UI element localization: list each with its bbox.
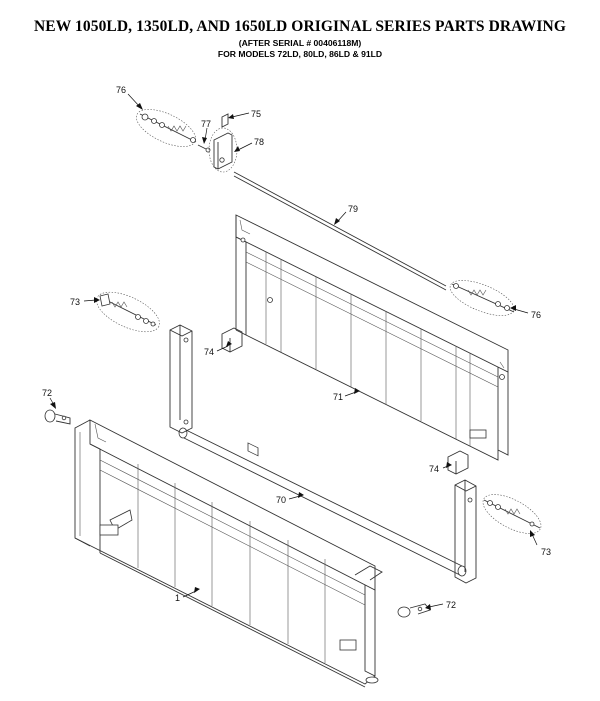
callout-72-left: 72 — [42, 388, 52, 398]
serial-note: (AFTER SERIAL # 00406118M) — [238, 38, 362, 48]
part-77-pin — [197, 144, 211, 153]
callout-76-lower: 76 — [531, 310, 541, 320]
part-70-lower-tube — [178, 427, 467, 577]
models-note: FOR MODELS 72LD, 80LD, 86LD & 91LD — [217, 49, 383, 59]
part-75-bolt — [221, 113, 229, 128]
callout-76-upper: 76 — [116, 85, 126, 95]
callout-72-right: 72 — [446, 600, 456, 610]
drawing-title: NEW 1050LD, 1350LD, AND 1650LD ORIGINAL … — [34, 18, 566, 35]
callout-73-right: 73 — [541, 547, 551, 557]
part-74-bracket-right — [447, 450, 469, 475]
part-79-upper-rod — [233, 171, 447, 291]
callout-79: 79 — [348, 204, 358, 214]
drawing-header: NEW 1050LD, 1350LD, AND 1650LD ORIGINAL … — [0, 0, 600, 60]
callout-70: 70 — [276, 495, 286, 505]
part-72-latch-right — [397, 603, 431, 618]
callout-74-left: 74 — [204, 347, 214, 357]
callout-73-left: 73 — [70, 297, 80, 307]
callout-labels: 76 75 77 78 79 76 73 74 71 72 74 70 73 1… — [42, 85, 551, 610]
left-post — [169, 324, 193, 434]
callout-74-right: 74 — [429, 464, 439, 474]
part-76-spring-assembly-lower — [449, 280, 515, 316]
callout-1: 1 — [175, 593, 180, 603]
part-73-spring-assembly-right — [482, 494, 542, 534]
callout-77: 77 — [201, 119, 211, 129]
callout-leaders — [49, 93, 538, 610]
part-71-rear-gate — [235, 214, 509, 461]
part-1-front-gate — [74, 419, 383, 688]
part-73-spring-assembly-left — [96, 291, 160, 333]
part-78-bracket — [208, 127, 238, 173]
callout-78: 78 — [254, 137, 264, 147]
right-post — [454, 479, 477, 584]
callout-71: 71 — [333, 392, 343, 402]
callout-75: 75 — [251, 109, 261, 119]
part-76-spring-assembly-upper — [136, 109, 197, 147]
part-72-latch-left — [44, 409, 71, 425]
